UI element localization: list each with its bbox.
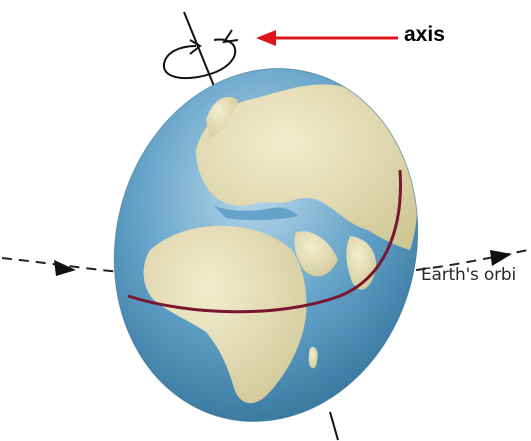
rotation-axis-top <box>183 11 219 97</box>
rotation-arrow-icon <box>162 29 239 80</box>
landmass-africa <box>143 225 307 404</box>
orbit-label: Earth's orbi <box>421 265 517 285</box>
orbit-path-right <box>415 249 529 271</box>
rotation-axis-bottom <box>329 411 339 441</box>
landmass-eurasia <box>196 84 418 250</box>
axis-label: axis <box>404 23 445 46</box>
orbit-arrowhead-left <box>54 260 76 276</box>
earth-globe <box>113 68 419 422</box>
orbit-line-on-globe <box>127 169 402 314</box>
axis-pointer-arrowhead <box>256 30 276 46</box>
orbit-arrowhead-right <box>490 250 512 266</box>
